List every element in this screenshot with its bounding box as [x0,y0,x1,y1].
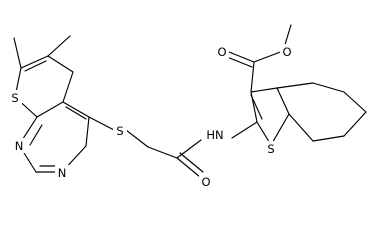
nitrogen-atom-label: N [58,166,67,180]
sulfur-atom-label: S [116,124,123,138]
oxygen-atom-label: O [217,45,226,59]
structure-diagram: S N N S O HN S O O [8,24,367,189]
sulfur-atom-label: S [267,142,274,156]
nitrogen-atom-label: N [15,139,24,153]
molecule-drawing: S N N S O HN S O O [8,24,367,189]
atom-labels: S N N S O HN S O O [8,44,294,189]
oxygen-atom-label: O [282,45,291,59]
amine-atom-label: HN [206,128,223,142]
oxygen-atom-label: O [201,175,210,189]
linker-bonds [88,116,204,178]
sulfur-atom-label: S [11,91,18,105]
benzothiophene-bonds [226,24,367,146]
